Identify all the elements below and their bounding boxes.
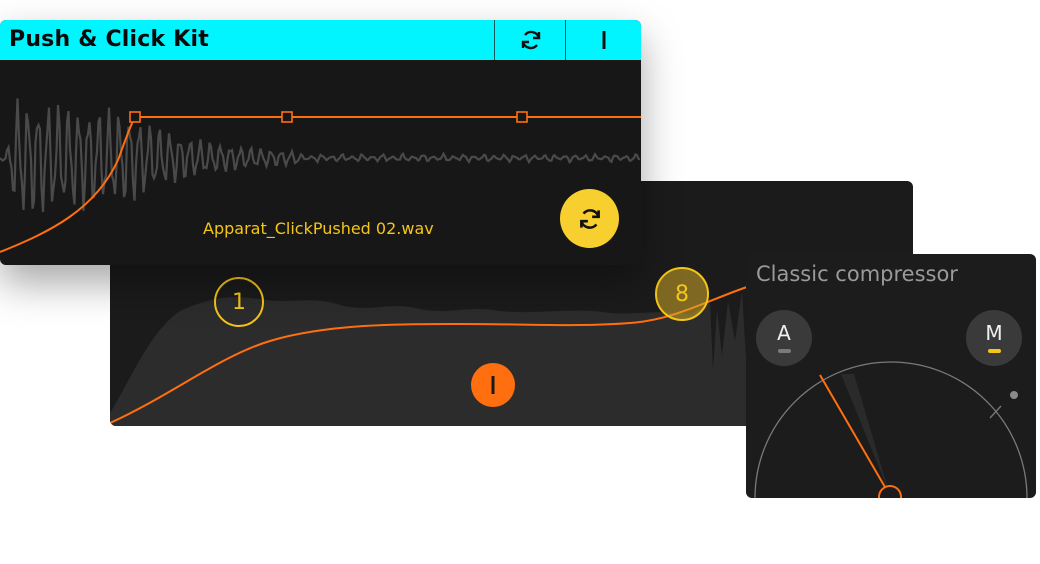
mode-m-button[interactable]: M [966,310,1022,366]
waveform-display[interactable] [0,60,641,265]
mode-a-button[interactable]: A [756,310,812,366]
compressor-dial[interactable] [746,254,1036,498]
waveform [0,98,641,212]
envelope-display[interactable] [110,181,913,426]
header-reload-button[interactable] [494,20,566,60]
reload-button[interactable] [560,189,619,248]
dial-pivot [878,485,902,498]
mode-a-label: A [777,321,791,345]
envelope-curve [110,285,751,424]
header-power-button[interactable] [565,20,641,60]
mode-a-indicator [778,349,791,353]
step-badge-1[interactable]: 1 [214,277,264,327]
dial-activity-wedge [841,374,889,492]
compressor-panel: Classic compressor A M [746,254,1036,498]
power-icon [602,31,606,49]
compressor-title: Classic compressor [756,262,958,286]
step-badge-8[interactable]: 8 [655,267,709,321]
dial-needle [819,374,890,495]
mode-m-indicator [988,349,1001,353]
envelope-handle[interactable] [281,111,293,123]
dial-arc [754,361,1028,498]
dial-marker-dot [1010,391,1018,399]
dial-tick [989,405,1002,419]
sample-filename: Apparat_ClickPushed 02.wav [203,219,434,238]
envelope-handle[interactable] [516,111,528,123]
mode-m-label: M [985,321,1003,345]
power-icon [491,376,495,394]
spectrum-area [110,291,750,426]
reload-icon [521,30,540,50]
envelope-handle[interactable] [129,111,141,123]
sample-title: Push & Click Kit [9,27,209,52]
sample-player-panel: Push & Click Kit Apparat_ClickPushed 02.… [0,20,641,265]
sample-header: Push & Click Kit [0,20,641,60]
reload-icon [579,208,600,229]
amplitude-envelope-curve [0,116,641,253]
envelope-power-button[interactable] [471,363,515,407]
